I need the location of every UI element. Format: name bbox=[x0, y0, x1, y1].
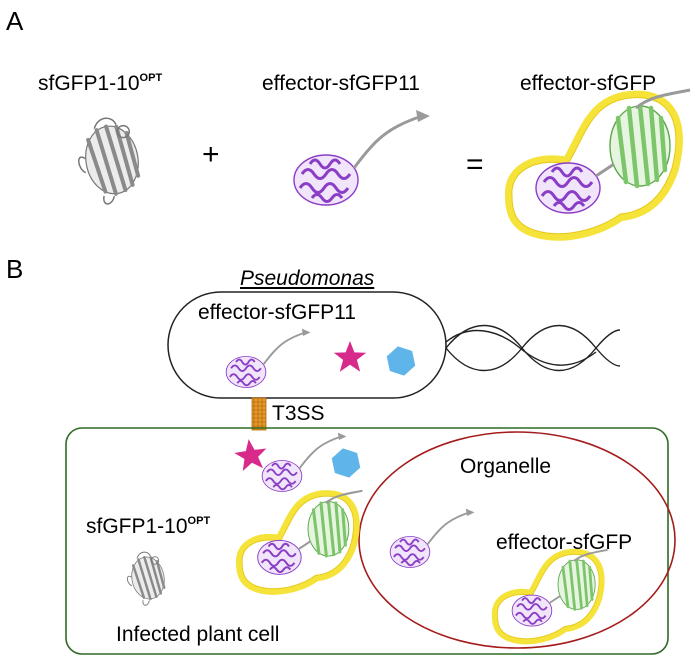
panel-a-effector-fusion-protein bbox=[294, 110, 430, 205]
organelle-boundary bbox=[358, 431, 676, 649]
plus-sign: + bbox=[202, 138, 220, 171]
bacterium-name-label: Pseudomonas bbox=[240, 267, 375, 290]
panel-a-reagent-name: sfGFP1-10 bbox=[38, 72, 140, 95]
bacterium-content-label: effector-sfGFP11 bbox=[198, 301, 356, 324]
panel-a-reagent-protein bbox=[70, 111, 147, 210]
cell-reagent-label: sfGFP1-10OPT bbox=[86, 515, 211, 538]
cell-reagent-sup: OPT bbox=[187, 515, 211, 527]
plant-cell-label: Infected plant cell bbox=[116, 623, 280, 646]
cell-reagent-name: sfGFP1-10 bbox=[86, 515, 188, 538]
equals-sign: = bbox=[466, 148, 484, 181]
flagellum bbox=[445, 324, 621, 372]
organelle-effector-fusion bbox=[390, 509, 474, 568]
t3ss-channel bbox=[251, 397, 267, 431]
panel-b-label: B bbox=[6, 254, 24, 284]
cell-product-complex bbox=[242, 491, 362, 589]
panel-a-label: A bbox=[6, 6, 24, 36]
organelle-product-complex bbox=[497, 550, 607, 639]
t3ss-label: T3SS bbox=[272, 402, 325, 425]
panel-a-reagent-sup: OPT bbox=[139, 72, 163, 84]
plant-cell-boundary bbox=[65, 427, 669, 655]
organelle-product-label: effector-sfGFP bbox=[496, 531, 633, 554]
organelle-label: Organelle bbox=[460, 455, 552, 478]
panel-a-product-complex bbox=[512, 90, 690, 234]
panel-a-product-label: effector-sfGFP bbox=[520, 72, 657, 95]
panel-a-reagent-label: sfGFP1-10OPT bbox=[38, 72, 163, 95]
panel-a-fusion-label: effector-sfGFP11 bbox=[262, 72, 420, 95]
cell-reagent-protein bbox=[122, 548, 170, 609]
effector-hexagon-cell bbox=[327, 446, 365, 480]
effector-star-cell bbox=[232, 436, 269, 472]
